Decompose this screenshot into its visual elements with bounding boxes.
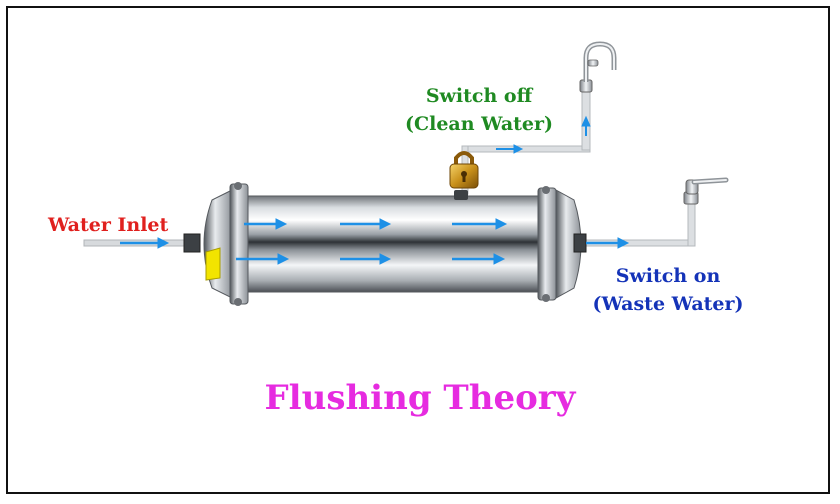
clean-water-text: (Clean Water) xyxy=(404,113,554,135)
waste-water-pipe xyxy=(575,199,696,247)
flow-arrow-tank-top-3 xyxy=(452,218,508,230)
flow-arrow-tank-top-1 xyxy=(244,218,288,230)
faucet-icon xyxy=(579,41,617,93)
diagram-title: Flushing Theory xyxy=(264,378,576,418)
flow-arrow-clean-horizontal xyxy=(496,144,524,154)
flow-arrow-tank-bottom-1 xyxy=(236,253,290,265)
flow-arrows xyxy=(120,115,630,265)
flow-arrow-tank-top-2 xyxy=(340,218,392,230)
switch-on-text: Switch on xyxy=(615,265,721,287)
flow-arrow-waste xyxy=(586,237,630,249)
flow-arrow-inlet xyxy=(120,237,170,249)
tap-icon xyxy=(683,177,729,205)
flow-arrow-tank-bottom-3 xyxy=(452,253,506,265)
switch-off-text: Switch off xyxy=(425,85,533,107)
flow-arrow-clean-vertical xyxy=(581,115,591,136)
flow-arrow-tank-bottom-2 xyxy=(340,253,392,265)
filter-tank xyxy=(183,182,587,306)
switch-on-label: Switch on (Waste Water) xyxy=(578,262,758,318)
switch-off-label: Switch off (Clean Water) xyxy=(394,82,564,138)
water-inlet-label: Water Inlet xyxy=(48,214,169,236)
waste-water-text: (Waste Water) xyxy=(592,293,744,315)
padlock-icon xyxy=(449,151,479,189)
